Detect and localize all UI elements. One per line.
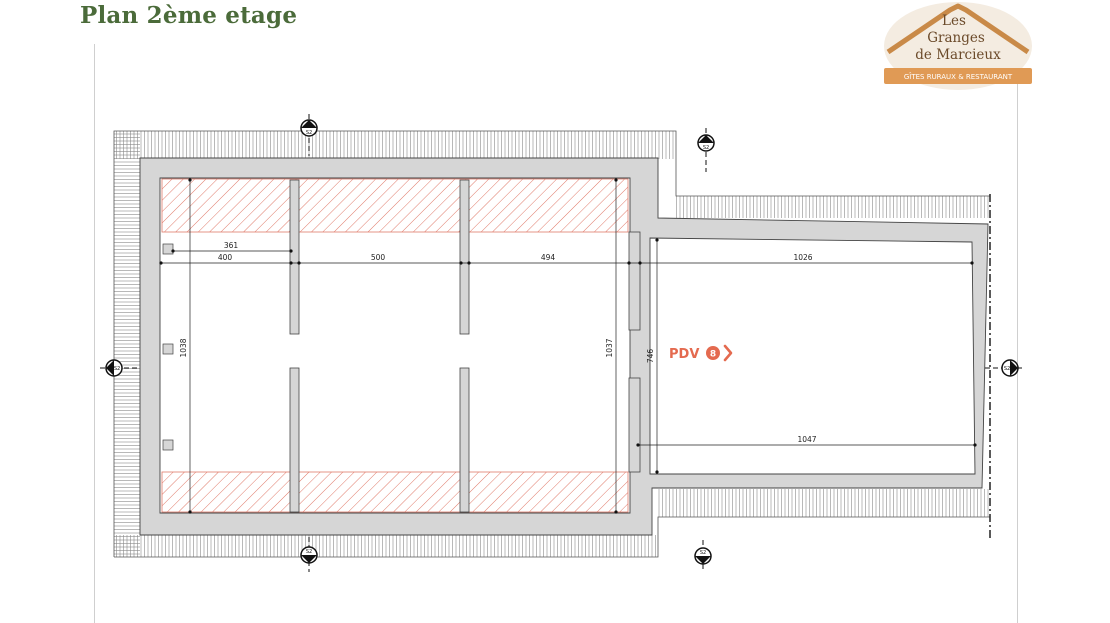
dim-tick: [159, 261, 163, 265]
dim-label-1038: 1038: [179, 338, 188, 357]
dim-tick: [188, 510, 192, 514]
pdv-marker[interactable]: PDV 8: [669, 344, 733, 362]
hatched-zone: [161, 178, 629, 233]
dim-tick: [614, 510, 618, 514]
section-marker-label: S2: [1004, 366, 1010, 372]
dim-label-361: 361: [224, 241, 239, 250]
dim-tick: [638, 261, 642, 265]
pdv-number: 8: [710, 350, 716, 360]
section-marker-label: S2: [306, 130, 312, 136]
section-marker-label: S2: [703, 145, 709, 151]
frame-line-right: [1017, 44, 1018, 623]
exterior-hatch-annex-bottom: [658, 489, 990, 517]
section-marker-annex-top: S2: [697, 128, 715, 172]
dim-tick: [297, 261, 301, 265]
dim-tick: [289, 261, 293, 265]
dim-tick: [614, 178, 618, 182]
exterior-outline-bottom: [114, 516, 990, 558]
dim-tick: [171, 249, 175, 253]
pdv-label: PDV: [669, 347, 699, 362]
chevron-right-icon: [723, 344, 733, 362]
section-marker-label: S2: [114, 366, 120, 372]
dim-label-1026: 1026: [793, 253, 812, 262]
dim-label-400: 400: [218, 253, 233, 262]
section-marker-top: S2: [300, 114, 318, 156]
dim-tick: [973, 443, 977, 447]
dim-tick: [655, 238, 659, 242]
dim-label-500: 500: [371, 253, 386, 262]
section-marker-right: S2: [985, 359, 1022, 377]
dim-tick: [655, 470, 659, 474]
dimension-lines: [161, 180, 975, 512]
exterior-hatch-top: [114, 131, 676, 159]
exterior-hatch-left: [114, 131, 140, 557]
dim-label-1037: 1037: [605, 338, 614, 357]
pillar: [289, 367, 300, 513]
wall-niche: [162, 343, 174, 355]
exterior-outline: [113, 130, 990, 557]
pillar: [289, 179, 300, 335]
section-marker-label: S2: [700, 550, 706, 556]
pillar: [628, 377, 641, 473]
logo-line-2: Granges: [927, 30, 985, 46]
dim-tick: [459, 261, 463, 265]
section-marker-bottom: S2: [300, 537, 318, 572]
dim-tick: [467, 261, 471, 265]
wall-niche: [162, 243, 174, 255]
section-marker-left: S2: [100, 359, 140, 377]
dim-label-1047: 1047: [797, 435, 816, 444]
page-title: Plan 2ème etage: [80, 2, 298, 29]
hatched-zone: [161, 471, 629, 513]
logo-tagline: GÎTES RURAUX & RESTAURANT: [904, 72, 1013, 81]
exterior-hatching: [113, 130, 991, 558]
pillar: [459, 179, 470, 335]
wall-niche: [162, 439, 174, 451]
dim-tick: [627, 261, 631, 265]
dimension-ticks: [159, 178, 977, 514]
section-marker-annex-bottom: S2: [694, 540, 712, 572]
hatched-zones: [161, 178, 629, 513]
dim-label-746: 746: [646, 349, 655, 364]
dim-tick: [970, 261, 974, 265]
pillar: [459, 367, 470, 513]
logo-line-3: de Marcieux: [915, 47, 1001, 63]
logo-roof-icon: [886, 3, 1030, 55]
pdv-badge: [706, 346, 720, 360]
dim-tick: [289, 249, 293, 253]
dim-tick: [188, 178, 192, 182]
section-marker-label: S2: [306, 549, 312, 555]
exterior-hatch-annex-top: [676, 196, 990, 218]
dim-tick: [636, 443, 640, 447]
pillars: [162, 179, 641, 513]
exterior-hatch-bottom: [114, 535, 658, 557]
dim-label-494: 494: [541, 253, 556, 262]
pillar: [628, 231, 641, 331]
logo-line-1: Les: [942, 13, 966, 29]
frame-line-left: [94, 44, 95, 623]
logo-tagline-band: [884, 68, 1032, 84]
dimension-labels: 361 400 500 494 1026 1047 1038 1037 746: [179, 241, 817, 444]
logo: Les Granges de Marcieux GÎTES RURAUX & R…: [884, 2, 1032, 90]
walls: [139, 157, 989, 536]
